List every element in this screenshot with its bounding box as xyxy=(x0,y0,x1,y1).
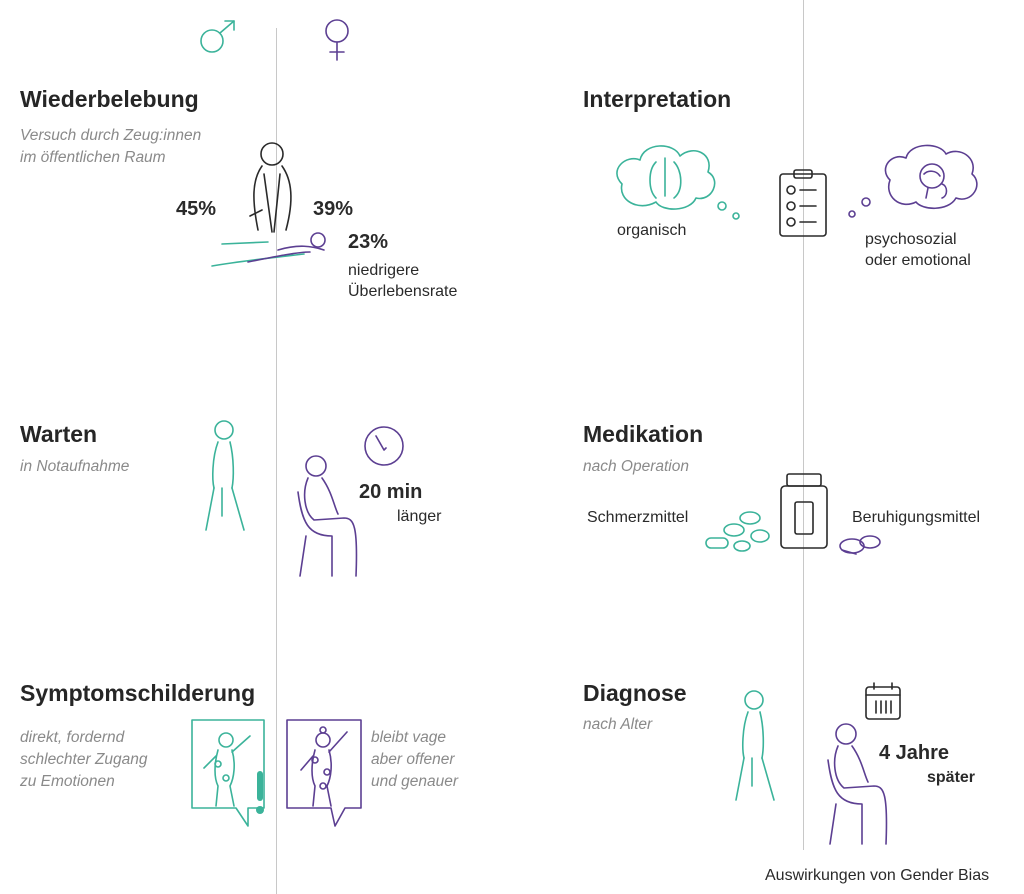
diagnosis-delay-value: 4 Jahre xyxy=(879,742,950,764)
pills-green-icon xyxy=(705,511,770,552)
diagnose-subtitle: nach Alter xyxy=(583,716,653,733)
painkiller-label: Schmerzmittel xyxy=(587,509,689,526)
clock-icon xyxy=(364,426,404,466)
waiting-time-label: länger xyxy=(397,508,442,525)
survival-diff-label: niedrigere Überlebensrate xyxy=(348,262,458,300)
clipboard-checklist-icon xyxy=(779,169,827,237)
divider-right xyxy=(803,0,804,850)
medikation-subtitle: nach Operation xyxy=(583,458,689,475)
footer-caption: Auswirkungen von Gender Bias xyxy=(765,867,990,884)
pills-purple-icon xyxy=(839,535,881,555)
wiederbelebung-subtitle: Versuch durch Zeug:innen im öffentlichen… xyxy=(20,127,202,166)
interpretation-organic-label: organisch xyxy=(617,222,687,239)
section-title-medikation: Medikation xyxy=(583,421,704,447)
sitting-woman-diagnose-icon xyxy=(827,723,888,845)
cpr-rescuer-icon xyxy=(249,142,292,233)
sedative-label: Beruhigungsmittel xyxy=(852,509,981,526)
female-cpr-percent: 39% xyxy=(313,198,354,220)
symptom-male-description: direkt, fordernd schlechter Zugang zu Em… xyxy=(20,729,148,790)
brain-thought-cloud-icon xyxy=(848,144,978,218)
walking-man-diagnose-icon xyxy=(735,690,775,801)
organ-thought-cloud-icon xyxy=(616,145,740,220)
male-cpr-percent: 45% xyxy=(176,198,217,220)
section-title-diagnose: Diagnose xyxy=(583,680,687,706)
male-symbol-icon xyxy=(200,20,235,53)
diagnosis-delay-label: später xyxy=(927,769,976,786)
waiting-time-value: 20 min xyxy=(359,481,423,503)
male-speech-bubble-icon xyxy=(191,719,265,827)
walking-man-icon xyxy=(205,420,245,531)
cpr-patient-icon xyxy=(211,232,326,267)
section-title-wiederbelebung: Wiederbelebung xyxy=(20,86,199,112)
section-title-interpretation: Interpretation xyxy=(583,86,732,112)
section-title-warten: Warten xyxy=(20,421,98,447)
warten-subtitle: in Notaufnahme xyxy=(20,458,130,475)
section-title-symptomschilderung: Symptomschilderung xyxy=(20,680,256,706)
symptom-female-description: bleibt vage aber offener und genauer xyxy=(371,729,459,790)
divider-left xyxy=(276,28,277,894)
interpretation-psychosocial-label: psychosozial oder emotional xyxy=(865,231,971,269)
female-speech-bubble-icon xyxy=(286,719,362,827)
survival-diff-percent: 23% xyxy=(348,231,389,253)
sitting-woman-icon xyxy=(297,455,358,577)
calendar-icon xyxy=(865,682,901,720)
female-symbol-icon xyxy=(325,19,349,61)
medicine-bottle-icon xyxy=(780,473,828,549)
